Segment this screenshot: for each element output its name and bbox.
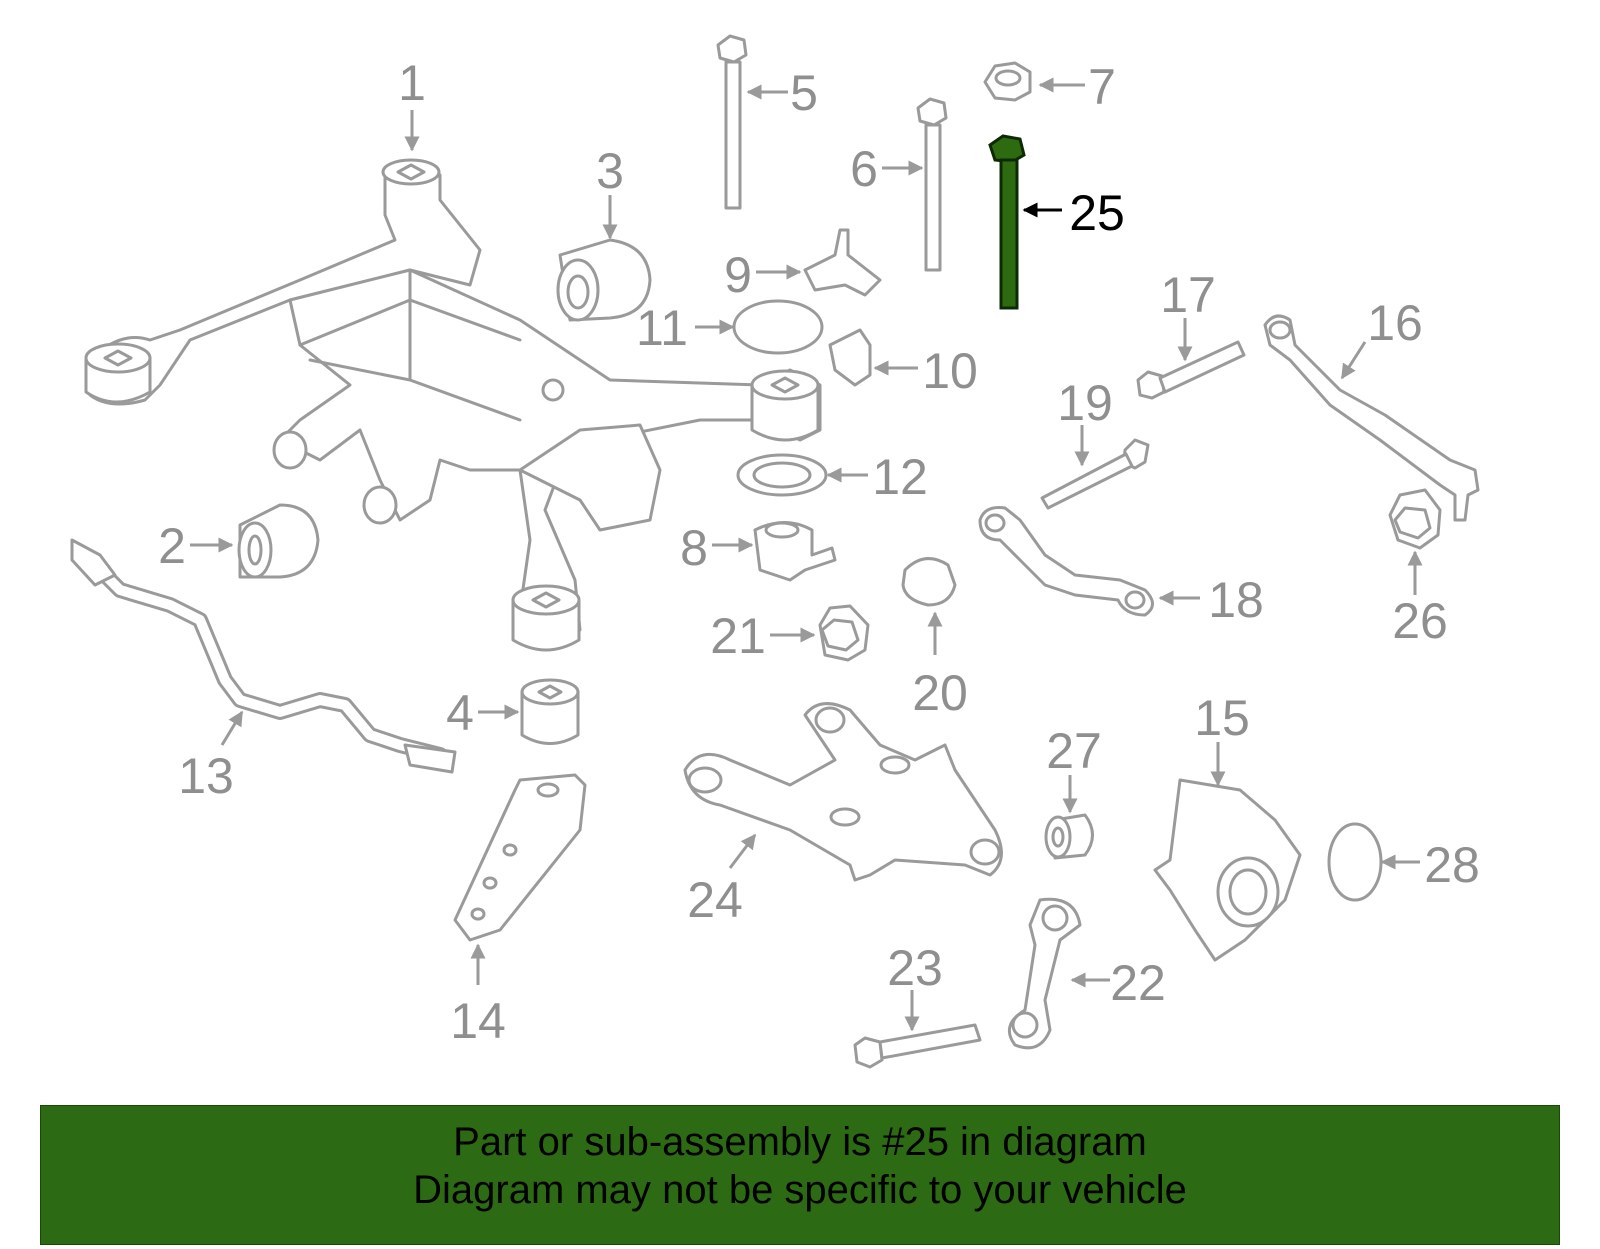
callout-24: 24: [687, 872, 743, 928]
callout-21: 21: [710, 608, 766, 664]
bolt-19-part[interactable]: [1040, 438, 1150, 510]
link-22-part[interactable]: [1007, 897, 1082, 1050]
callout-1: 1: [398, 55, 426, 111]
nut-26-part[interactable]: [1388, 488, 1442, 550]
info-banner: Part or sub-assembly is #25 in diagram D…: [40, 1105, 1560, 1245]
callout-27: 27: [1046, 723, 1102, 779]
nut-21-part[interactable]: [818, 604, 870, 662]
washer-12-part[interactable]: [736, 453, 828, 497]
callout-26: 26: [1392, 593, 1448, 649]
bolt-17-part[interactable]: [1136, 340, 1246, 400]
bushing-3-part[interactable]: [556, 238, 652, 322]
callout-19: 19: [1057, 375, 1113, 431]
callout-9: 9: [724, 247, 752, 303]
leader-arrows: [190, 77, 1423, 1032]
callout-3: 3: [596, 143, 624, 199]
seal-28-part[interactable]: [1327, 822, 1383, 902]
callout-20: 20: [912, 665, 968, 721]
arm-16-part[interactable]: [1263, 314, 1480, 522]
callout-6: 6: [850, 141, 878, 197]
callout-12: 12: [872, 449, 928, 505]
arm-18-part[interactable]: [978, 506, 1154, 617]
bracket-9-part[interactable]: [803, 228, 882, 297]
callout-11: 11: [636, 300, 688, 356]
bolt-23-part[interactable]: [853, 1023, 982, 1069]
callout-16: 16: [1367, 295, 1423, 351]
callout-23: 23: [887, 940, 943, 996]
callout-10: 10: [922, 343, 978, 399]
callout-18: 18: [1208, 572, 1264, 628]
callout-15: 15: [1194, 690, 1250, 746]
callout-17: 17: [1160, 267, 1216, 323]
callout-13: 13: [178, 748, 234, 804]
arrow-24: [728, 833, 757, 869]
arrow-13: [220, 710, 244, 746]
arrow-16: [1340, 341, 1367, 380]
mount-4-part[interactable]: [520, 678, 580, 745]
callout-4: 4: [446, 685, 474, 741]
stabilizer-bar-13-part[interactable]: [70, 538, 457, 774]
callout-2: 2: [158, 518, 186, 574]
callout-14: 14: [450, 993, 506, 1049]
banner-line-disclaimer: Diagram may not be specific to your vehi…: [413, 1168, 1187, 1212]
bumpstop-20-part[interactable]: [901, 557, 957, 607]
mount-8-part[interactable]: [753, 521, 837, 582]
bushing-2-part[interactable]: [237, 503, 320, 579]
bolt-6-part[interactable]: [916, 97, 948, 272]
callout-25: 25: [1069, 185, 1125, 241]
banner-line-part-number: Part or sub-assembly is #25 in diagram: [453, 1120, 1147, 1164]
control-arm-24-part[interactable]: [683, 702, 1003, 882]
cup-10-part[interactable]: [828, 328, 872, 387]
bushing-27-part[interactable]: [1044, 813, 1094, 860]
callout-labels: 1 2 3 4 5 6 7 8 9 10 11 12 13 14 15 16 1…: [158, 55, 1480, 1049]
subframe-part[interactable]: [84, 158, 822, 652]
oring-11-part[interactable]: [732, 299, 824, 355]
plate-14-part[interactable]: [453, 773, 587, 942]
bolt-25-part[interactable]: [988, 134, 1026, 310]
parts-diagram: 1 2 3 4 5 6 7 8 9 10 11 12 13 14 15 16 1…: [70, 34, 1480, 1069]
callout-28: 28: [1424, 837, 1480, 893]
nut-7-part[interactable]: [983, 61, 1032, 102]
callout-8: 8: [680, 520, 708, 576]
callout-5: 5: [790, 65, 818, 121]
callout-7: 7: [1088, 59, 1116, 115]
callout-22: 22: [1110, 955, 1166, 1011]
knuckle-15-part[interactable]: [1153, 778, 1302, 962]
bolt-5-part[interactable]: [716, 34, 748, 210]
